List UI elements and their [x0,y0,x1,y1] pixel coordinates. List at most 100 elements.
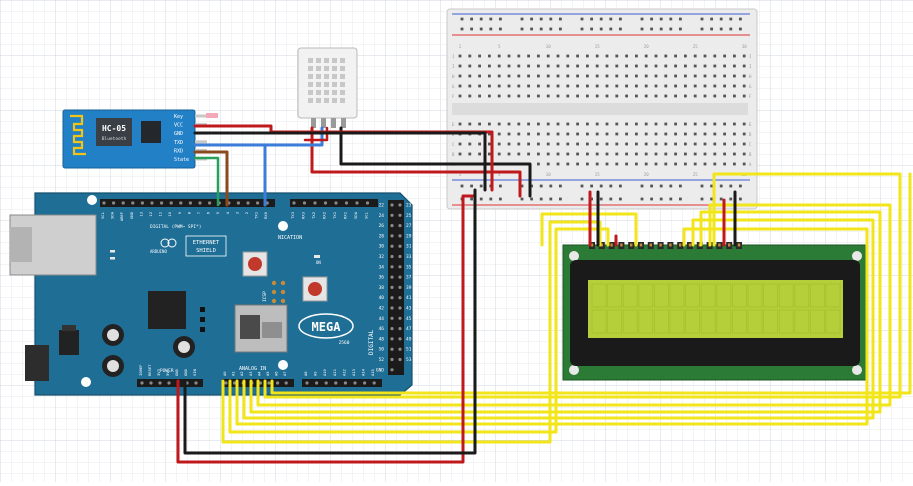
breadboard-hole [693,122,697,126]
breadboard-hole [507,64,511,68]
breadboard-hole [556,142,560,146]
breadboard-hole [586,142,589,146]
header-pin [390,368,394,372]
pin-label: 40 [379,295,385,301]
lcd-char-cell [763,283,778,308]
dht-vent [308,98,313,103]
pin-label: 24 [379,213,385,219]
dht-vent [324,58,329,63]
dht-vent [332,90,337,95]
header-pin [315,381,319,385]
header-pin [398,327,402,331]
breadboard-hole [742,54,746,58]
breadboard-hole [742,64,746,68]
icsp-header [271,280,286,304]
breadboard-hole [664,152,668,156]
pin-label: TX1 [254,211,259,219]
breadboard-hole [537,74,540,78]
lcd-pin-contact [600,243,603,247]
header-pin [198,201,202,205]
breadboard-row-letter: A [749,162,752,167]
breadboard-hole [605,74,609,78]
breadboard-hole [625,64,628,68]
pin-label: TX1 [332,211,337,219]
breadboard-hole [700,197,704,201]
pin-label: TX3 [290,212,295,219]
breadboard-hole [586,94,589,98]
pin-label: 50 [379,347,385,353]
breadboard-hole [723,122,726,126]
breadboard-hole [733,162,736,166]
breadboard-hole [590,197,593,201]
breadboard-hole [679,184,682,188]
breadboard-hole [478,152,481,156]
breadboard-hole [644,54,648,58]
breadboard-column-number: 10 [546,44,551,49]
breadboard-hole [470,17,473,21]
mega-logo-text: MEGA [312,320,342,334]
breadboard-hole [566,122,570,126]
breadboard-hole [710,197,713,201]
breadboard-hole [710,27,713,31]
header-pin [169,201,173,205]
pin-label: SDA [110,211,115,219]
breadboard-hole [527,84,530,88]
breadboard-hole [693,74,697,78]
header-pin [179,201,183,205]
breadboard-hole [586,64,589,68]
breadboard-hole [674,54,677,58]
lcd-pin-contact [590,243,594,247]
dht-vent [316,66,321,71]
breadboard-hole [619,197,622,201]
breadboard-hole [576,142,579,146]
pin-label: A7 [282,371,287,376]
arduino-logo-icon [160,238,170,248]
pin-label: RX1 [343,211,348,219]
breadboard-column-number: 20 [644,172,649,177]
breadboard-hole [635,54,638,58]
breadboard-hole [556,84,560,88]
shield-spi-label: DIGITAL (PWM~ SPI*) [150,224,201,230]
breadboard-hole [644,142,648,146]
breadboard-hole [713,142,717,146]
breadboard-hole [733,142,736,146]
breadboard-hole [468,54,472,58]
breadboard-hole [497,132,501,136]
pin-label: TX2 [311,212,316,219]
breadboard-row-letter: H [452,74,455,79]
breadboard-hole [460,184,464,188]
header-pin [112,201,116,205]
pin-label: 5 [215,212,220,214]
breadboard-hole [605,132,609,136]
breadboard-hole [520,27,524,31]
breadboard-hole [719,184,723,188]
breadboard-hole [615,94,619,98]
lcd-char-cell [763,309,778,334]
breadboard-hole [635,132,638,136]
shield-brand: ARDUINO [150,249,167,254]
pin-label: 25 [406,213,412,219]
breadboard-hole [635,84,638,88]
breadboard-hole [669,197,673,201]
breadboard-hole [566,54,570,58]
lcd-pin-contact [737,243,741,247]
breadboard-row-letter: G [452,84,455,89]
breadboard-row-letter: F [749,94,752,99]
breadboard-hole [674,64,677,68]
breadboard-hole [644,74,648,78]
breadboard-hole [713,132,717,136]
pin-label: 3 [234,212,239,214]
breadboard-hole [517,54,521,58]
breadboard-hole [478,54,481,58]
breadboard-hole [733,122,736,126]
breadboard-hole [595,94,599,98]
breadboard-hole [615,64,619,68]
breadboard-hole [586,152,589,156]
pin-label: A10 [322,368,327,376]
bluetooth-pin-label-vcc: VCC [174,123,183,129]
breadboard-hole [684,94,687,98]
breadboard-hole [654,142,658,146]
breadboard-hole [703,84,707,88]
header-pin [390,296,394,300]
breadboard-hole [595,152,599,156]
